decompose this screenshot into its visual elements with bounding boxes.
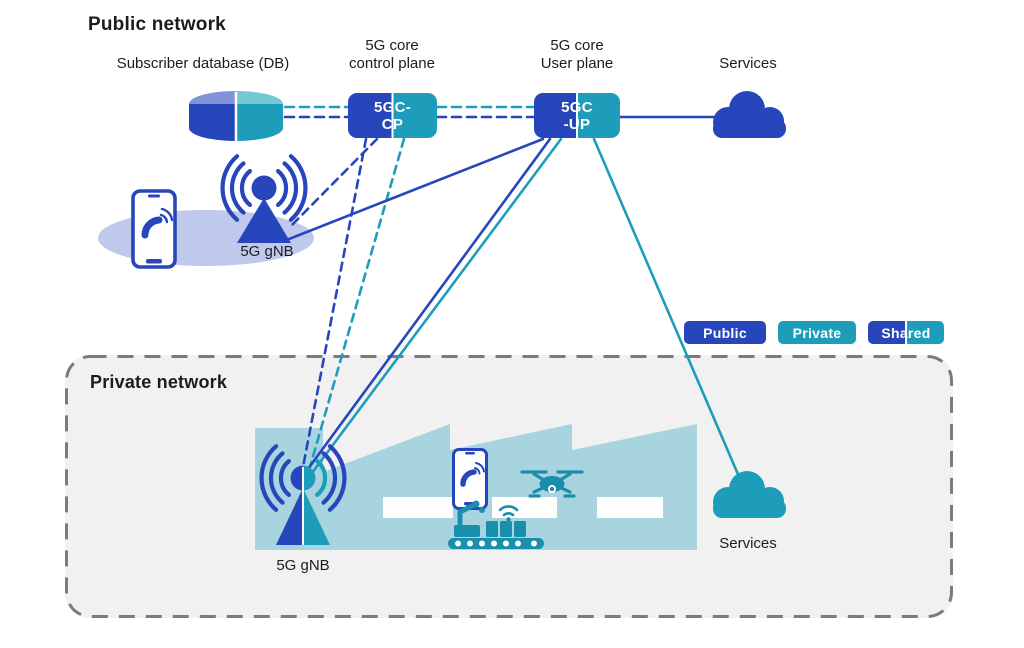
link-up-private-gnb-teal-solid	[310, 137, 563, 475]
legend-chip-private: Private	[778, 321, 856, 344]
legend-chip-shared: Shared	[868, 321, 944, 344]
link-up-private-gnb-blue-solid	[303, 137, 552, 475]
private-gnb-antenna-icon	[259, 444, 347, 545]
robot-arm-conveyor-icon	[448, 500, 544, 549]
core-cp-label: 5G core control plane	[349, 37, 435, 72]
wifi-icon	[498, 505, 519, 517]
public-services-label: Services	[719, 55, 777, 72]
subscriber-db-label: Subscriber database (DB)	[116, 55, 290, 72]
public-cloud-icon	[713, 91, 786, 138]
link-cp-private-gnb-teal-dashed	[308, 137, 406, 469]
private-gnb-label: 5G gNB	[276, 557, 330, 574]
private-cloud-icon	[713, 471, 786, 518]
private-network-title: Private network	[90, 372, 228, 392]
db-cylinder-icon	[189, 91, 283, 141]
core-cp-box: 5GC- CP	[348, 93, 437, 138]
legend-chip-public: Public	[684, 321, 766, 344]
drone-icon	[520, 470, 584, 498]
public-network-title: Public network	[88, 14, 226, 35]
core-up-box: 5GC -UP	[534, 93, 620, 138]
handset-icon	[141, 216, 163, 239]
public-gnb-label: 5G gNB	[240, 243, 294, 260]
private-phone-icon	[452, 448, 488, 510]
private-services-label: Services	[719, 535, 777, 552]
link-up-public-gnb-solid	[282, 137, 545, 243]
link-up-private-cloud-solid	[592, 137, 742, 481]
handset-icon	[460, 469, 477, 487]
public-gnb-antenna-icon	[220, 154, 308, 243]
public-phone-icon	[131, 189, 177, 269]
private-network-dashed-border	[65, 355, 953, 618]
link-cp-private-gnb-blue-dashed	[301, 137, 368, 469]
core-up-label: 5G core User plane	[540, 37, 614, 72]
